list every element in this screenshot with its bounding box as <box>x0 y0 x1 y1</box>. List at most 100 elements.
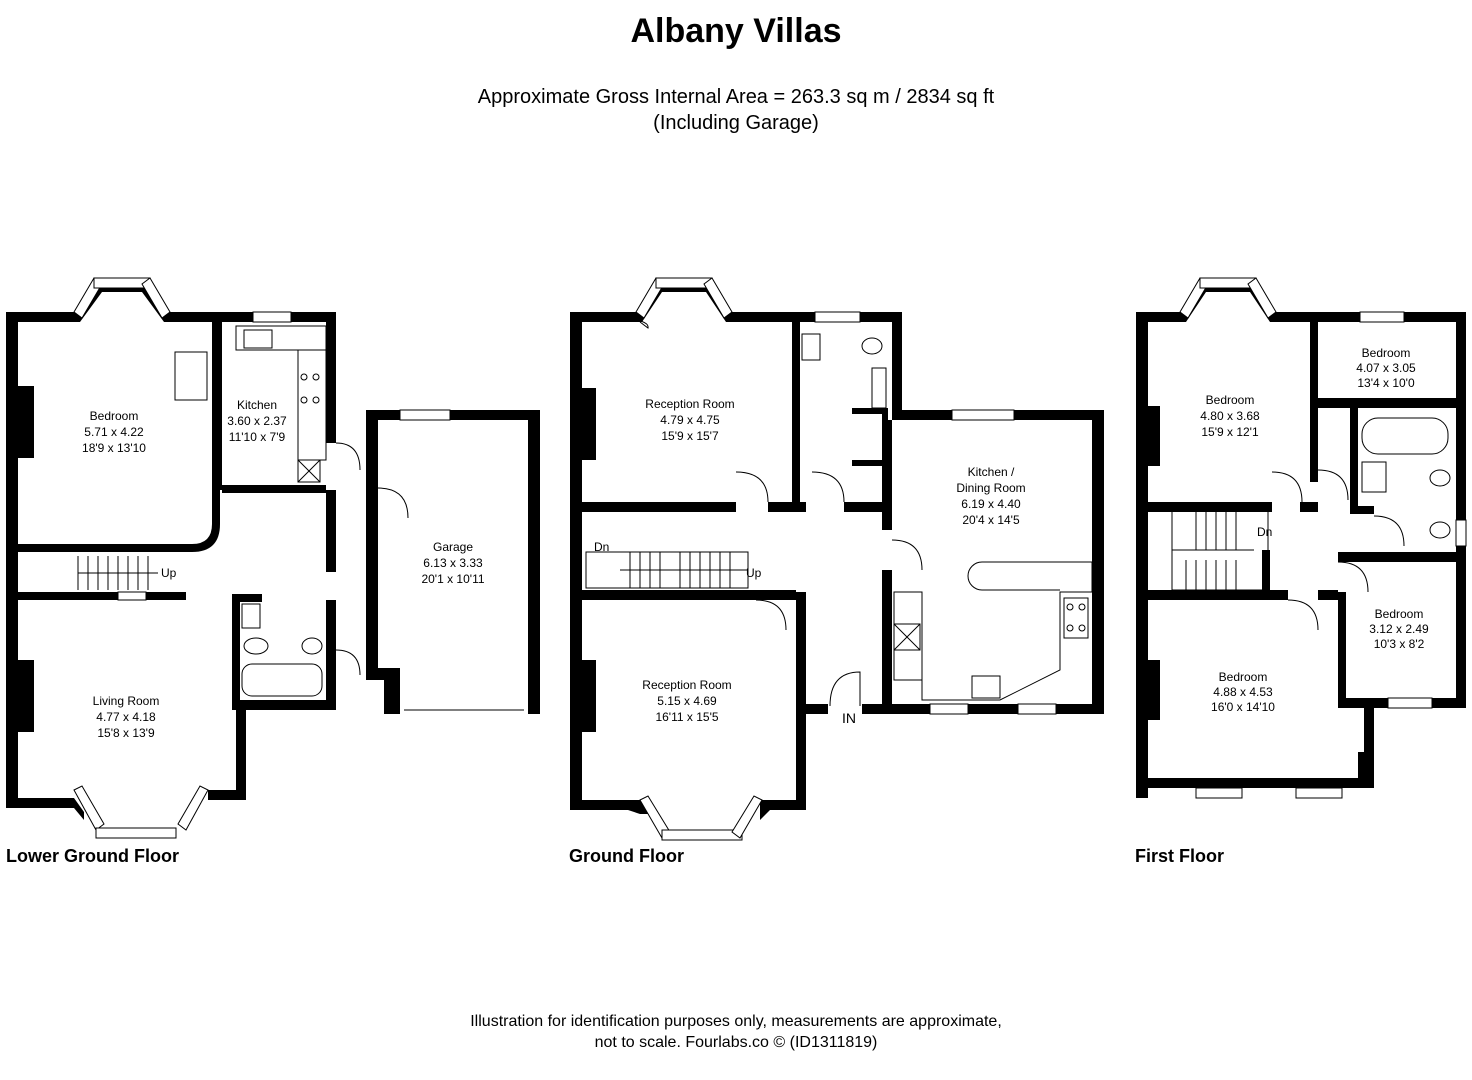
toilet <box>301 637 323 655</box>
disclaimer: Illustration for identification purposes… <box>0 1011 1472 1053</box>
area-summary: Approximate Gross Internal Area = 263.3 … <box>0 84 1472 136</box>
room-metric: 3.12 x 2.49 <box>1369 622 1429 636</box>
door-swing[interactable] <box>1271 471 1303 503</box>
living-south-wall <box>6 798 84 820</box>
door-swing[interactable] <box>811 471 845 503</box>
first-room-labels: Bedroom 4.80 x 3.68 15'9 x 12'1 Bedroom … <box>1200 346 1429 714</box>
entrance-wall <box>806 704 828 714</box>
room-imperial: 16'0 x 14'10 <box>1211 700 1275 714</box>
door-swing[interactable] <box>1373 515 1405 547</box>
chimney-breast <box>576 660 596 732</box>
door-swing[interactable] <box>755 599 787 631</box>
bay-window <box>1247 277 1277 319</box>
stair-south-wall <box>18 592 186 600</box>
door-swing[interactable] <box>735 471 769 503</box>
room-imperial: 15'9 x 15'7 <box>661 429 719 443</box>
kitchen-south-wall <box>882 704 1104 714</box>
reception-south-wall <box>582 502 736 512</box>
stair-south-wall <box>582 590 796 600</box>
room-metric: 5.71 x 4.22 <box>84 425 144 439</box>
bedroom-south-wall <box>1148 502 1272 512</box>
chimney-breast <box>12 660 34 732</box>
window <box>399 409 451 421</box>
door-swing[interactable] <box>1337 561 1369 593</box>
bedroom2-south-wall <box>1318 398 1466 408</box>
window <box>117 591 147 601</box>
bath-south-wall <box>232 700 336 710</box>
door-swing[interactable] <box>335 442 361 471</box>
ground-floor-plan <box>570 277 1104 841</box>
bedroom4-south-wall <box>1136 700 1374 788</box>
bedroom4-north-wall <box>1318 590 1338 600</box>
room-imperial: 18'9 x 13'10 <box>82 441 146 455</box>
window <box>252 311 292 323</box>
window <box>1455 519 1467 547</box>
window <box>1359 311 1405 323</box>
lower-room-labels: Bedroom 5.71 x 4.22 18'9 x 13'10 Kitchen… <box>82 398 485 740</box>
room-name: Reception Room <box>645 397 734 411</box>
room-imperial: 16'11 x 15'5 <box>655 710 718 724</box>
room-metric: 3.60 x 2.37 <box>227 414 287 428</box>
kitchen-sink <box>243 329 273 349</box>
window <box>1295 787 1343 799</box>
kitchen-island <box>893 561 1093 701</box>
bedroom4-north-wall <box>1148 590 1288 600</box>
door-swing[interactable] <box>335 649 361 676</box>
door-swing[interactable] <box>1287 599 1319 631</box>
bath-south-wall <box>1350 506 1374 514</box>
hall-wall <box>326 600 336 710</box>
first-floor-label: First Floor <box>1135 846 1224 866</box>
bedroom3-east-wall <box>1456 552 1466 708</box>
bath-north-wall <box>232 594 262 602</box>
appliance <box>893 623 921 651</box>
toilet <box>861 337 883 355</box>
chimney-breast <box>1140 406 1160 466</box>
living-east-wall <box>208 700 246 800</box>
appliance <box>297 459 321 483</box>
window <box>1195 787 1243 799</box>
kitchen-counter <box>297 349 327 461</box>
room-metric: 4.79 x 4.75 <box>660 413 720 427</box>
door-swing[interactable] <box>1317 469 1349 501</box>
door-swing[interactable] <box>619 317 649 329</box>
ground-room-labels: Reception Room 4.79 x 4.75 15'9 x 15'7 K… <box>594 397 1026 726</box>
toilet <box>1429 521 1451 539</box>
hob <box>1063 597 1089 639</box>
ground-floor-label: Ground Floor <box>569 846 684 866</box>
kitchen-west-wall <box>882 420 892 530</box>
bathtub <box>241 663 323 697</box>
bedroom-wall <box>1310 322 1318 482</box>
bath-west-wall <box>1350 408 1358 514</box>
window <box>95 827 177 839</box>
kitchen-sink <box>971 675 1001 699</box>
basin <box>1361 461 1387 493</box>
room-name-2: Dining Room <box>956 481 1025 495</box>
first-floor-plan <box>1136 277 1467 799</box>
window <box>951 409 1015 421</box>
bay-window <box>703 277 733 319</box>
entrance-wall <box>862 704 892 714</box>
reception2-east-wall <box>796 592 806 802</box>
chimney-breast <box>576 388 596 460</box>
staircase <box>585 551 749 589</box>
bay-window <box>731 795 763 839</box>
bath-wall <box>232 594 240 710</box>
front-door[interactable] <box>829 671 861 707</box>
door-swing[interactable] <box>891 539 923 571</box>
disclaimer-line-2: not to scale. Fourlabs.co © (ID1311819) <box>594 1034 878 1051</box>
cabinet <box>871 367 887 409</box>
ground-outer-wall <box>570 278 1104 814</box>
wc-south-wall <box>844 502 892 512</box>
bedroom-south-wall <box>1300 502 1318 512</box>
room-imperial: 15'9 x 12'1 <box>1201 425 1259 439</box>
kitchen-south-wall <box>222 485 326 493</box>
entrance-label: IN <box>842 710 856 726</box>
chimney-breast <box>12 386 34 458</box>
room-imperial: 20'4 x 14'5 <box>962 513 1020 527</box>
window <box>1387 697 1433 709</box>
toilet <box>243 637 269 655</box>
garage-side-door[interactable] <box>377 487 409 519</box>
stair-down-label: Dn <box>594 540 609 554</box>
bedroom3-west-wall <box>1338 592 1346 708</box>
stair-up-label: Up <box>161 566 177 580</box>
